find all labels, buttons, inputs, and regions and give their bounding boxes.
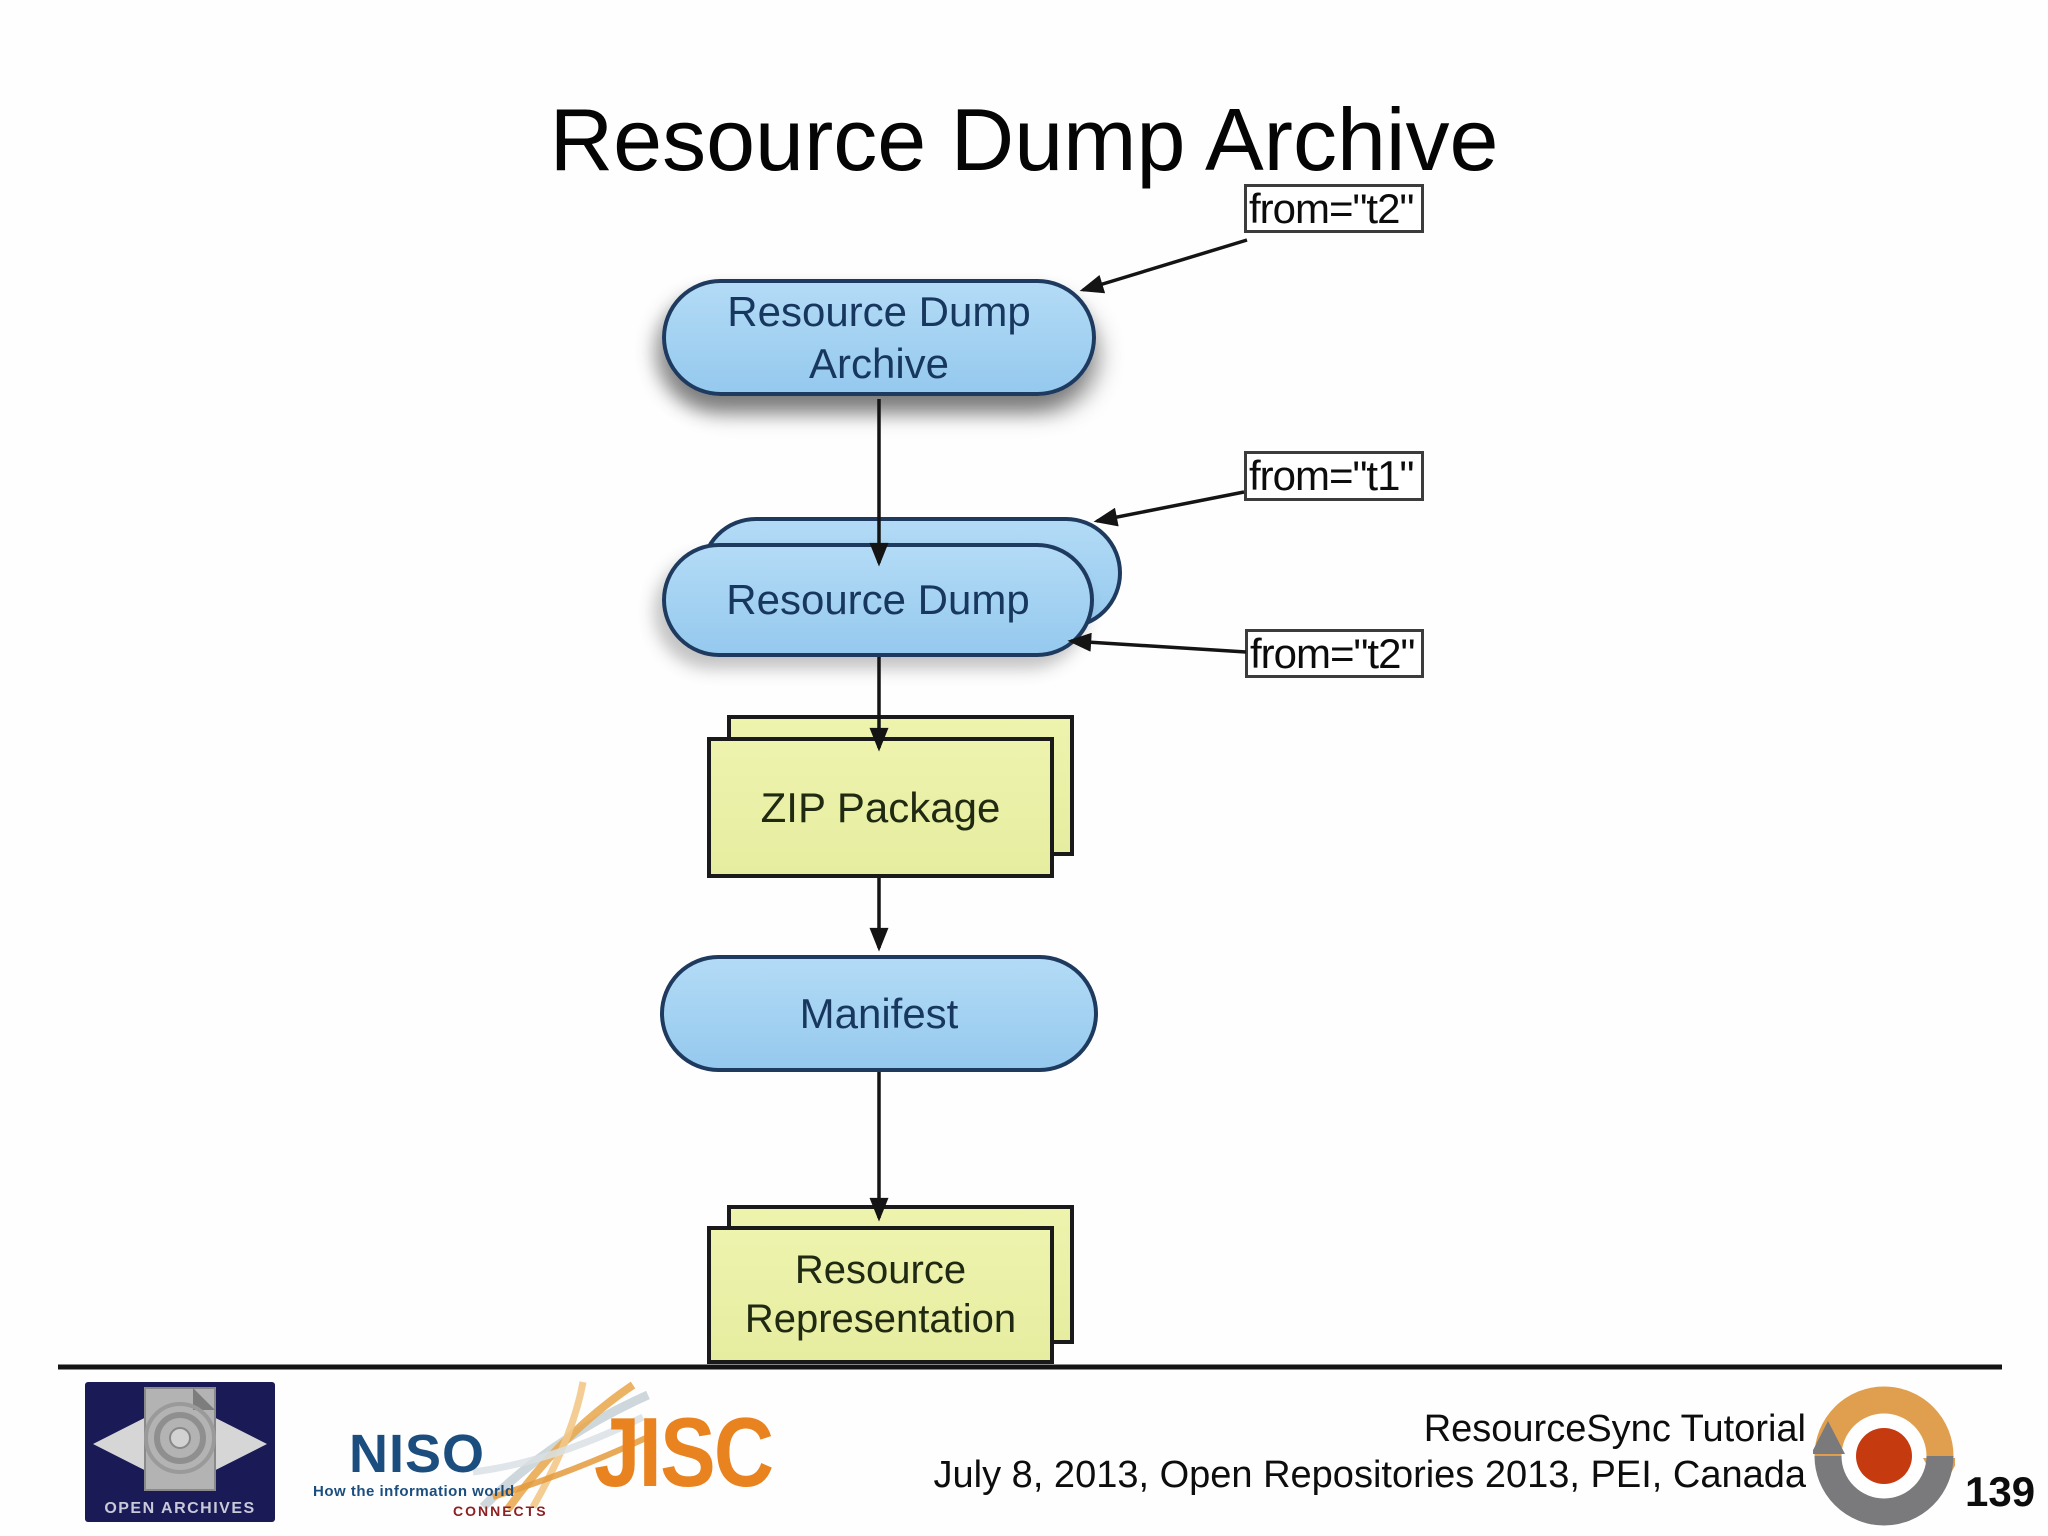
footer-credit-line2: July 8, 2013, Open Repositories 2013, PE… [933,1454,1806,1497]
footer-credit-line1: ResourceSync Tutorial [1423,1408,1806,1450]
node-manifest: Manifest [660,955,1098,1072]
jisc-logo: JISC [594,1397,774,1507]
annotation-from-t1-dump: from="t1" [1244,451,1424,501]
annotation-arrow-t2-to-archive [1079,238,1248,294]
node-zip-package: ZIP Package [707,737,1054,878]
page-number: 139 [1965,1468,2036,1515]
annotation-arrow-t1-to-dump [1093,490,1245,527]
slide-title: Resource Dump Archive [549,89,1499,189]
annotation-from-t2-dump: from="t2" [1245,629,1424,678]
footer-credits: ResourceSync Tutorial July 8, 2013, Open… [934,1406,1806,1499]
niso-tagline-connects: CONNECTS [453,1503,548,1519]
node-label-line: Archive [808,339,950,387]
node-label-line: Representation [744,1297,1017,1341]
document-fold [193,1388,215,1410]
niso-logo: NISO How the information world CONNECTS [313,1381,653,1525]
annotation-arrow-t2-to-dump [1067,632,1247,654]
niso-swoosh-icon [472,1381,650,1512]
open-archives-caption: OPEN ARCHIVES [104,1500,255,1517]
resourcesync-logo [1813,1386,1955,1526]
node-resource-representation: Resource Representation [707,1226,1054,1364]
node-resource-dump: Resource Dump [662,543,1094,657]
annotation-from-t2-archive: from="t2" [1244,184,1424,233]
node-label-line: Resource [794,1248,967,1293]
niso-tagline: How the information world [313,1483,515,1500]
node-label-line: Manifest [799,989,959,1037]
niso-wordmark: NISO [349,1424,486,1484]
open-archives-logo: OPEN ARCHIVES [85,1382,275,1522]
node-label-line: Resource Dump [726,576,1030,624]
node-resource-dump-archive: Resource Dump Archive [662,279,1096,396]
node-label-line: Resource Dump [727,288,1031,336]
node-label-line: ZIP Package [760,783,1001,831]
